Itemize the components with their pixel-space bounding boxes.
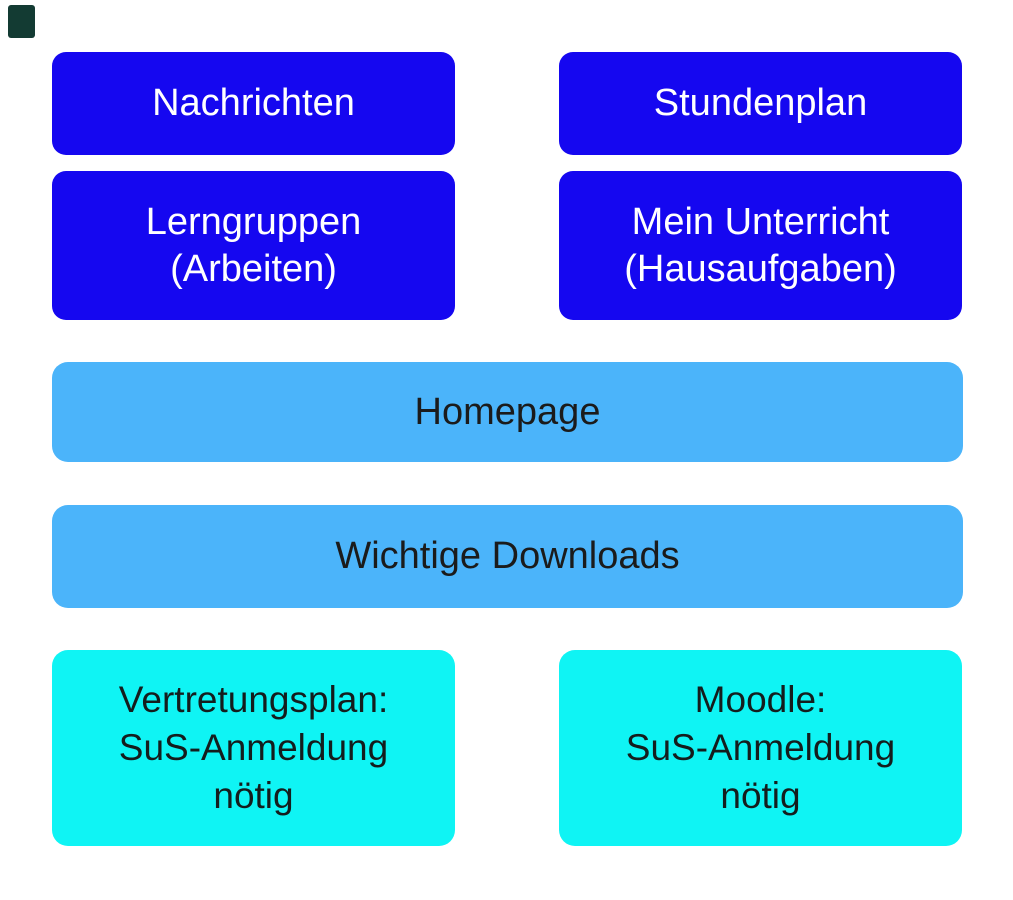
tile-lerngruppen[interactable]: Lerngruppen (Arbeiten) (52, 171, 455, 320)
tile-vertretungsplan-label-line2: SuS-Anmeldung (118, 727, 389, 768)
tile-homepage-label: Homepage (414, 390, 601, 433)
tile-mein-unterricht[interactable]: Mein Unterricht (Hausaufgaben) (559, 171, 962, 320)
tile-stundenplan[interactable]: Stundenplan (559, 52, 962, 155)
tile-moodle-label-line2: SuS-Anmeldung (625, 727, 896, 768)
tile-mein-unterricht-label-line2: (Hausaufgaben) (624, 247, 897, 290)
tile-mein-unterricht-label-line1: Mein Unterricht (631, 200, 890, 243)
tile-nachrichten[interactable]: Nachrichten (52, 52, 455, 155)
corner-mark (8, 5, 35, 38)
tile-nachrichten-label: Nachrichten (152, 82, 355, 124)
tile-vertretungsplan-label-line1: Vertretungsplan: (118, 679, 389, 720)
tile-moodle[interactable]: Moodle: SuS-Anmeldung nötig (559, 650, 962, 846)
tile-stundenplan-label: Stundenplan (653, 82, 868, 124)
tile-lerngruppen-label-line2: (Arbeiten) (170, 247, 337, 290)
tile-lerngruppen-label-line1: Lerngruppen (145, 200, 362, 243)
tile-moodle-label-line3: nötig (720, 775, 801, 816)
tile-wichtige-downloads-label: Wichtige Downloads (335, 535, 680, 577)
tile-vertretungsplan[interactable]: Vertretungsplan: SuS-Anmeldung nötig (52, 650, 455, 846)
tile-homepage[interactable]: Homepage (52, 362, 963, 462)
tile-moodle-label-line1: Moodle: (694, 679, 827, 720)
tile-vertretungsplan-label-line3: nötig (213, 775, 294, 816)
tile-wichtige-downloads[interactable]: Wichtige Downloads (52, 505, 963, 608)
